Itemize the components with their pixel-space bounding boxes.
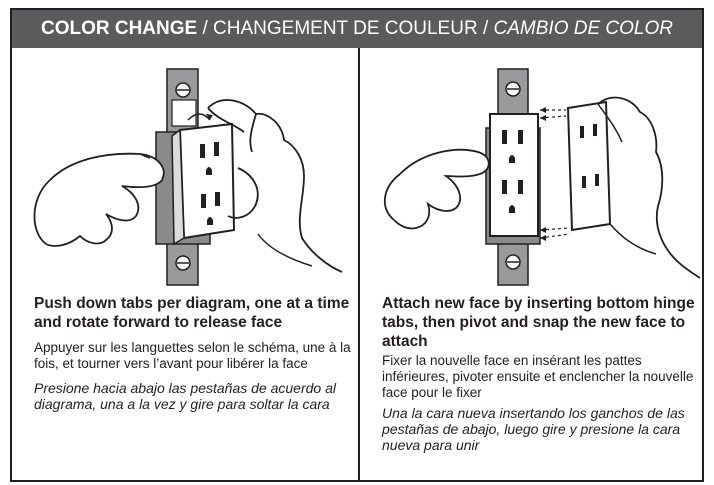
step-panel-attach: Attach new face by inserting bottom hing… [360, 48, 704, 482]
remove-face-illustration [12, 48, 356, 292]
panel-divider [358, 48, 360, 482]
header-title-fr: CHANGEMENT DE COULEUR [213, 18, 478, 39]
header-title-es: CAMBIO DE COLOR [493, 18, 674, 39]
instruction-card: COLOR CHANGE / CHANGEMENT DE COULEUR / C… [10, 8, 704, 482]
instruction-es: Una la cara nueva insertando los ganchos… [382, 405, 685, 453]
header-separator: / [197, 18, 214, 39]
instruction-es: Presione hacia abajo las pestañas de acu… [34, 380, 336, 412]
header-separator: / [477, 18, 494, 39]
step-panel-remove: Push down tabs per diagram, one at a tim… [12, 48, 356, 482]
instruction-en: Attach new face by inserting bottom hing… [382, 295, 695, 350]
instruction-en: Push down tabs per diagram, one at a tim… [34, 295, 350, 331]
header-title-en: COLOR CHANGE [40, 18, 198, 39]
section-header: COLOR CHANGE / CHANGEMENT DE COULEUR / C… [12, 10, 702, 48]
instruction-fr: Appuyer sur les languettes selon le sché… [34, 340, 351, 371]
attach-face-illustration [360, 48, 704, 292]
instruction-fr: Fixer la nouvelle face en insérant les p… [382, 353, 694, 400]
